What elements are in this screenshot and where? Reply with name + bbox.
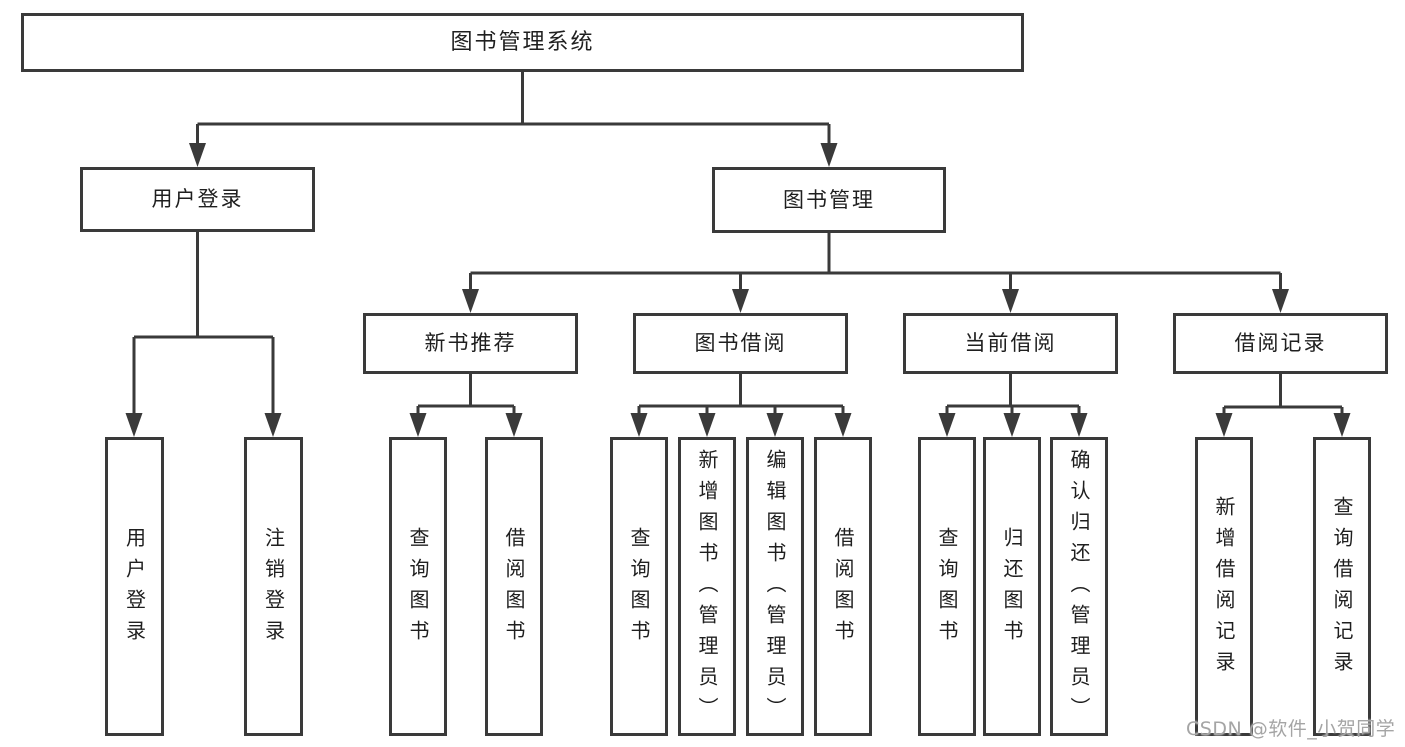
leaf-borrow-books-recommend: 借阅图书 bbox=[485, 437, 543, 736]
leaf-add-borrow-record: 新增借阅记录 bbox=[1195, 437, 1253, 736]
node-borrowing-records: 借阅记录 bbox=[1173, 313, 1388, 374]
leaf-user-login: 用户登录 bbox=[105, 437, 164, 736]
node-book-borrowing: 图书借阅 bbox=[633, 313, 848, 374]
leaf-query-books-borrowing: 查询图书 bbox=[610, 437, 668, 736]
node-new-book-recommend: 新书推荐 bbox=[363, 313, 578, 374]
node-library-system: 图书管理系统 bbox=[21, 13, 1024, 72]
leaf-edit-books-admin: 编辑图书（管理员） bbox=[746, 437, 804, 736]
node-book-management: 图书管理 bbox=[712, 167, 946, 233]
node-user-login: 用户登录 bbox=[80, 167, 315, 232]
leaf-logout: 注销登录 bbox=[244, 437, 303, 736]
arrowhead-icons bbox=[125, 143, 1351, 437]
leaf-return-books: 归还图书 bbox=[983, 437, 1041, 736]
node-current-borrowing: 当前借阅 bbox=[903, 313, 1118, 374]
leaf-query-books-recommend: 查询图书 bbox=[389, 437, 447, 736]
csdn-watermark: CSDN @软件_小贺同学 bbox=[1186, 718, 1396, 740]
leaf-query-books-current: 查询图书 bbox=[918, 437, 976, 736]
leaf-borrow-books: 借阅图书 bbox=[814, 437, 872, 736]
leaf-add-books-admin: 新增图书（管理员） bbox=[678, 437, 736, 736]
leaf-confirm-return-admin: 确认归还（管理员） bbox=[1050, 437, 1108, 736]
leaf-query-borrow-record: 查询借阅记录 bbox=[1313, 437, 1371, 736]
